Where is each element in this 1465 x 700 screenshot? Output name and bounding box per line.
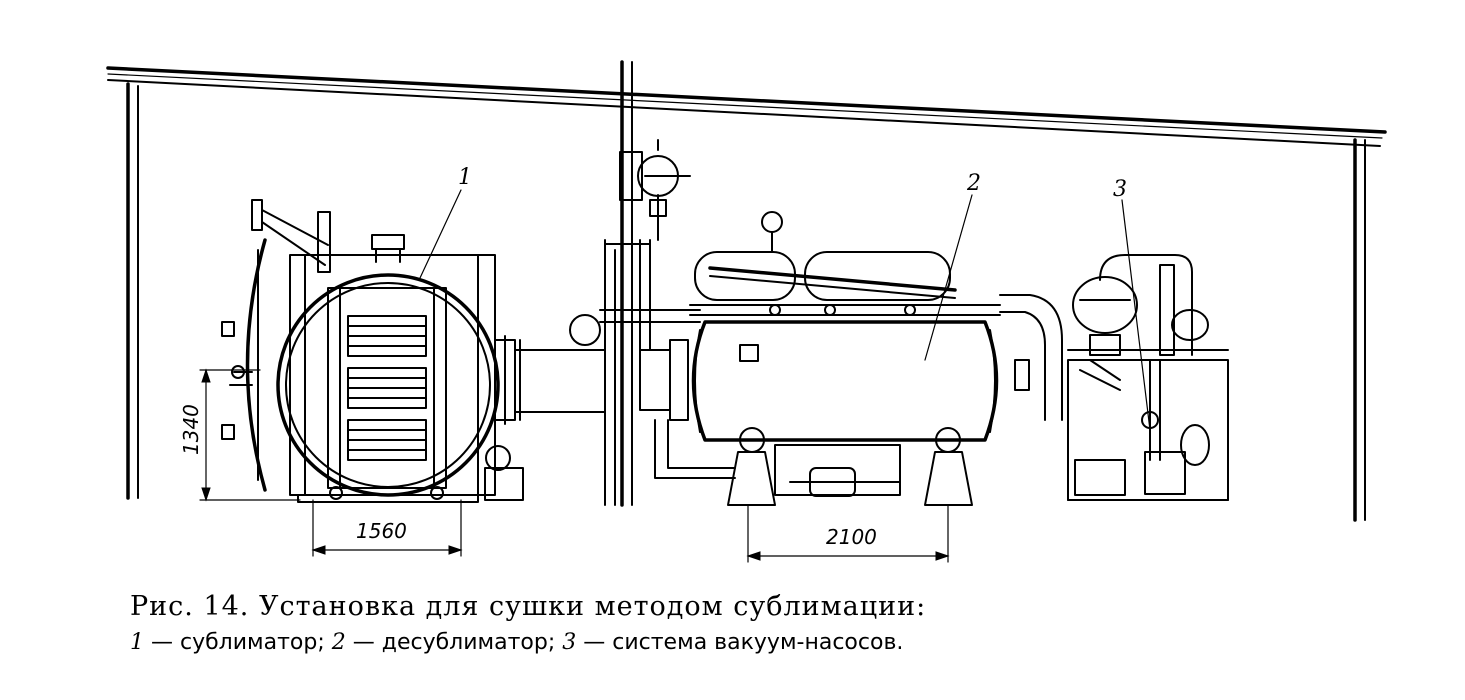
dimension-lines <box>199 368 950 563</box>
shed-frame <box>106 60 1387 522</box>
legend-text-3: — система вакуум-насосов. <box>576 630 904 655</box>
sublimator <box>221 199 606 503</box>
installation-drawing: 1 2 3 1340 1560 2100 <box>106 60 1387 563</box>
legend-num-1: 1 <box>130 630 144 655</box>
figure-caption: Рис. 14. Установка для сушки методом суб… <box>130 588 1330 660</box>
callout-leaders <box>419 189 1151 431</box>
legend-num-2: 2 <box>331 630 346 655</box>
legend-num-3: 3 <box>562 630 577 655</box>
desublimator <box>639 211 1063 506</box>
legend-text-2: — десублиматор; <box>345 630 563 655</box>
callout-3: 3 <box>1113 177 1127 202</box>
dimension-height: 1340 <box>179 404 203 455</box>
callout-2: 2 <box>966 171 981 196</box>
caption-legend: 1 — сублиматор; 2 — десублиматор; 3 — си… <box>130 626 1330 660</box>
dimension-desublimator-span: 2100 <box>826 525 877 549</box>
dimension-sublimator-width: 1560 <box>356 519 407 543</box>
vacuum-pump-system <box>1067 254 1229 501</box>
caption-title: Рис. 14. Установка для сушки методом суб… <box>130 591 927 622</box>
legend-text-1: — сублиматор; <box>144 630 332 655</box>
pipe-column <box>599 139 701 506</box>
callout-1: 1 <box>458 165 472 190</box>
